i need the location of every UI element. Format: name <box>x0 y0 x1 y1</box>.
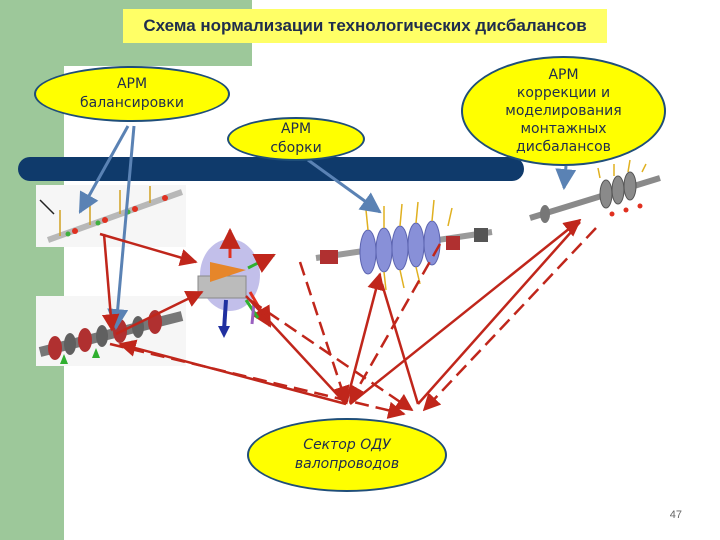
blue-arrows <box>78 125 577 331</box>
node-arm-correction: АРМ коррекции и моделирования монтажных … <box>461 56 666 166</box>
page-number: 47 <box>669 509 682 521</box>
rotor-image-left-top <box>36 185 186 247</box>
bearing-assembly-image <box>197 227 276 338</box>
rotor-image-center <box>315 199 493 291</box>
red-solid-arrows <box>99 218 582 406</box>
red-dashed-arrows <box>109 227 597 419</box>
rotor-image-right <box>529 159 661 223</box>
slide-title: Схема нормализации технологических дисба… <box>123 9 607 43</box>
node-arm-balancing: АРМ балансировки <box>34 66 230 122</box>
node-arm-assembly: АРМ сборки <box>227 117 365 161</box>
node-sector-odu: Сектор ОДУ валопроводов <box>247 418 447 492</box>
